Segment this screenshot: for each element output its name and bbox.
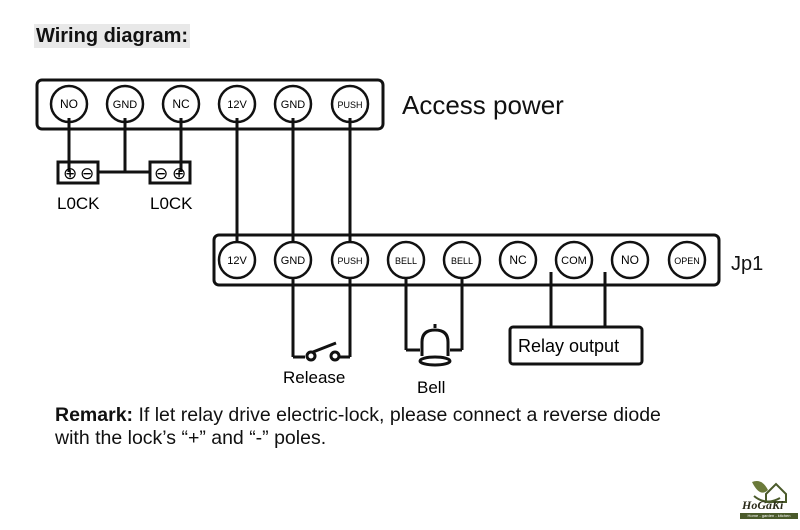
hogaki-logo: HoGaKi Home - garden - kitchen [740, 476, 798, 522]
lock-label: L0CK [57, 194, 100, 213]
release-label: Release [283, 368, 345, 387]
relay-output-label: Relay output [518, 336, 619, 356]
terminal-label: PUSH [337, 256, 362, 266]
terminal-label: GND [281, 255, 306, 267]
terminal-nc [498, 240, 538, 280]
jp1-block [212, 233, 721, 287]
terminal-label: NC [172, 97, 190, 111]
bell-icon [404, 278, 464, 367]
access-power-label: Access power [402, 90, 564, 120]
terminal-label: 12V [227, 255, 247, 267]
logo-tagline: Home - garden - kitchen [740, 513, 798, 519]
access-power-wires [67, 118, 352, 244]
jp1-label: Jp1 [731, 253, 763, 275]
page-title: Wiring diagram: [34, 24, 191, 48]
terminal-label: NC [509, 253, 527, 267]
terminal-label: PUSH [337, 100, 362, 110]
terminal-label: BELL [395, 256, 417, 266]
access-power-block [35, 78, 385, 131]
lock-left: ⊕ ⊖ L0CK [56, 160, 100, 213]
lock-plus-icon: ⊕ [63, 164, 77, 183]
lock-minus-icon: ⊖ [154, 164, 168, 183]
lock-right: ⊖ ⊕ L0CK [148, 160, 193, 213]
terminal-label: GND [113, 99, 138, 111]
terminal-label: COM [561, 255, 587, 267]
bell-label: Bell [417, 378, 445, 397]
relay-wires [549, 272, 607, 327]
lock-plus-icon: ⊕ [172, 164, 186, 183]
terminal-12v [217, 240, 257, 280]
terminal-com [554, 240, 594, 280]
release-switch [291, 278, 352, 362]
lock-label: L0CK [150, 194, 193, 213]
terminal-open [667, 240, 707, 280]
terminal-label: NO [621, 253, 639, 267]
logo-name: HoGaKi [742, 498, 784, 512]
terminal-label: BELL [451, 256, 473, 266]
terminal-label: GND [281, 99, 306, 111]
terminal-no [610, 240, 650, 280]
terminal-label: 12V [227, 99, 247, 111]
remark: Remark: If let relay drive electric-lock… [55, 404, 695, 450]
remark-text: If let relay drive electric-lock, please… [55, 404, 661, 449]
terminal-label: NO [60, 97, 78, 111]
relay-output-box [508, 325, 644, 366]
remark-prefix: Remark: [55, 404, 134, 426]
terminal-label: OPEN [674, 256, 700, 266]
logo-leaf-house-icon [752, 481, 787, 503]
lock-minus-icon: ⊖ [80, 164, 94, 183]
